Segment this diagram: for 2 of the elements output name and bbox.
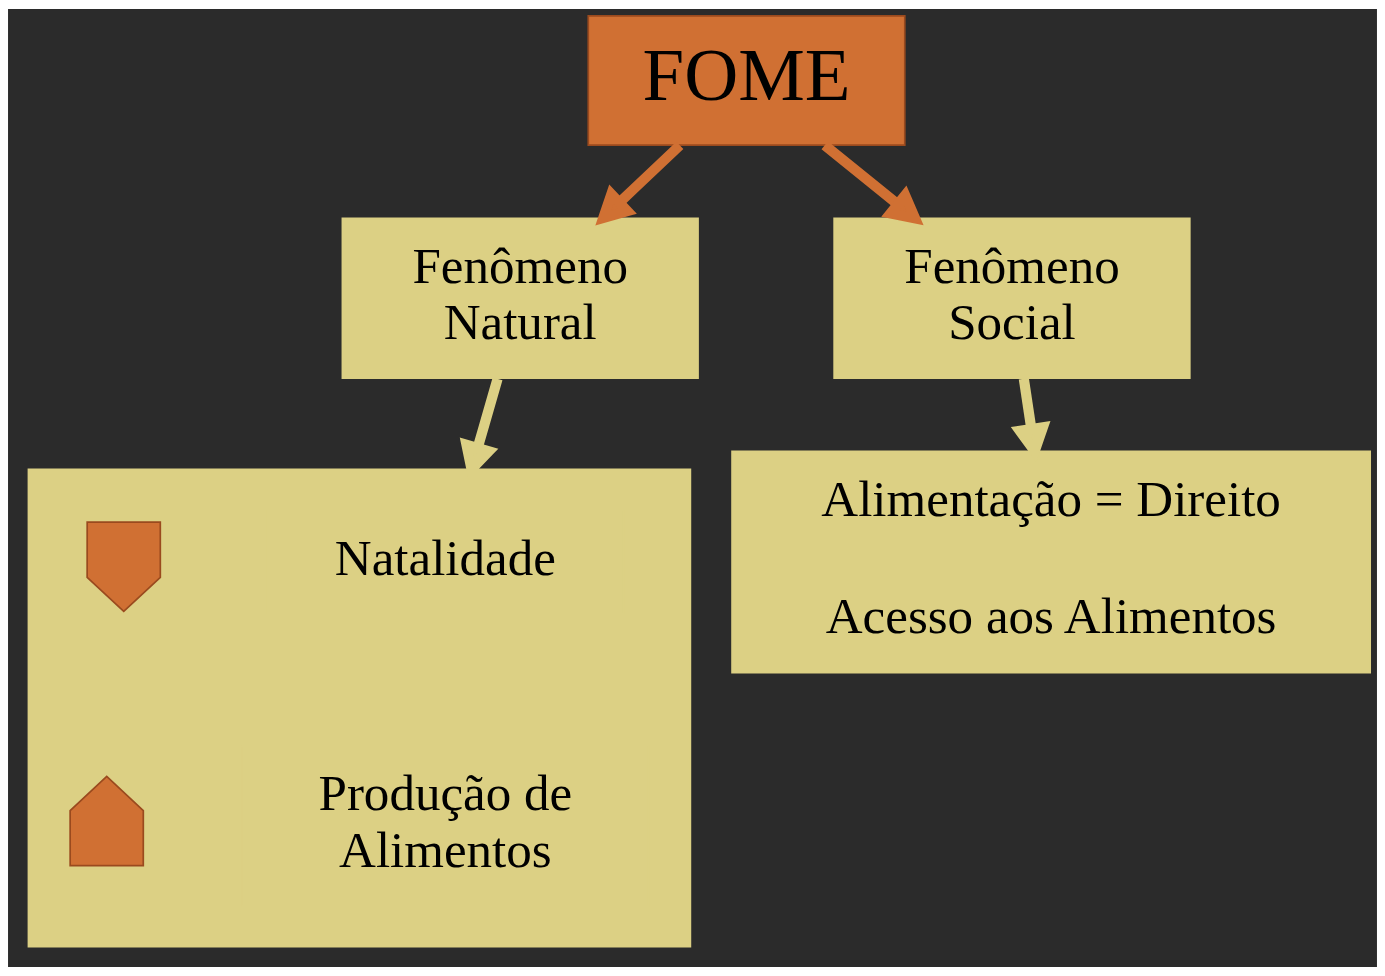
node-text: Produção de Alimentos [318,765,573,878]
node-text: Natalidade [334,529,556,586]
